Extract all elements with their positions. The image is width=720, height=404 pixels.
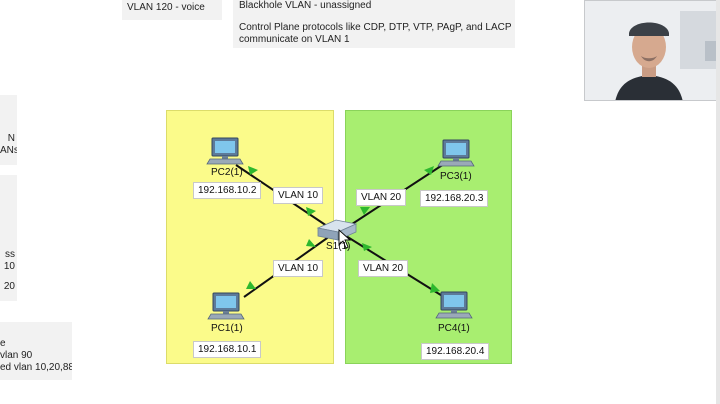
pc3-name: PC3(1) [440,171,472,182]
note-line: Control Plane protocols like CDP, DTP, V… [239,22,512,33]
mouse-cursor-icon [338,228,352,249]
note-line: 10 [3,261,15,272]
vlan20-zone [345,110,512,364]
note-line: VLAN 120 - voice [127,2,205,13]
left-note-1: N ANs [0,95,17,165]
pc3-ip: 192.168.20.3 [420,190,489,207]
link-label-pc4: VLAN 20 [358,260,409,277]
note-line: e [0,338,6,349]
pc-icon[interactable] [206,137,244,165]
note-blackhole-control-plane: Blackhole VLAN - unassigned Control Plan… [233,0,515,48]
note-line: vlan 90 [0,350,33,361]
pc1-ip: 192.168.10.1 [193,341,262,358]
pc2-ip: 192.168.10.2 [193,182,262,199]
link-up-indicators [246,166,440,293]
pc-icon[interactable] [435,291,473,319]
note-line: ed vlan 10,20,88 [0,362,72,373]
link-label-pc1: VLAN 10 [273,260,324,277]
switch-name: S1(1) [326,241,351,252]
note-line: N [7,133,15,144]
pc-icon[interactable] [207,292,245,320]
scrollbar[interactable] [716,0,720,404]
pc4-name: PC4(1) [438,323,470,334]
note-line: ANs [0,145,17,156]
note-line: ss [5,249,15,260]
vlan10-zone [166,110,334,364]
pc4-ip: 192.168.20.4 [421,343,490,360]
left-note-3: e vlan 90 ed vlan 10,20,88 [0,322,72,380]
pc1-name: PC1(1) [211,323,243,334]
presenter-video-icon [585,1,719,100]
note-line: communicate on VLAN 1 [239,34,350,45]
pc2-name: PC2(1) [211,167,243,178]
pc-icon[interactable] [437,139,475,167]
link-label-pc2: VLAN 10 [273,187,324,204]
link-label-pc3: VLAN 20 [356,189,407,206]
webcam-overlay [584,0,720,101]
note-line: Blackhole VLAN - unassigned [239,0,372,11]
note-line: 20 [3,281,15,292]
left-note-2: ss 10 20 [0,175,17,301]
note-vlan-voice: VLAN 120 - voice [122,0,222,20]
switch-icon[interactable] [316,219,358,241]
